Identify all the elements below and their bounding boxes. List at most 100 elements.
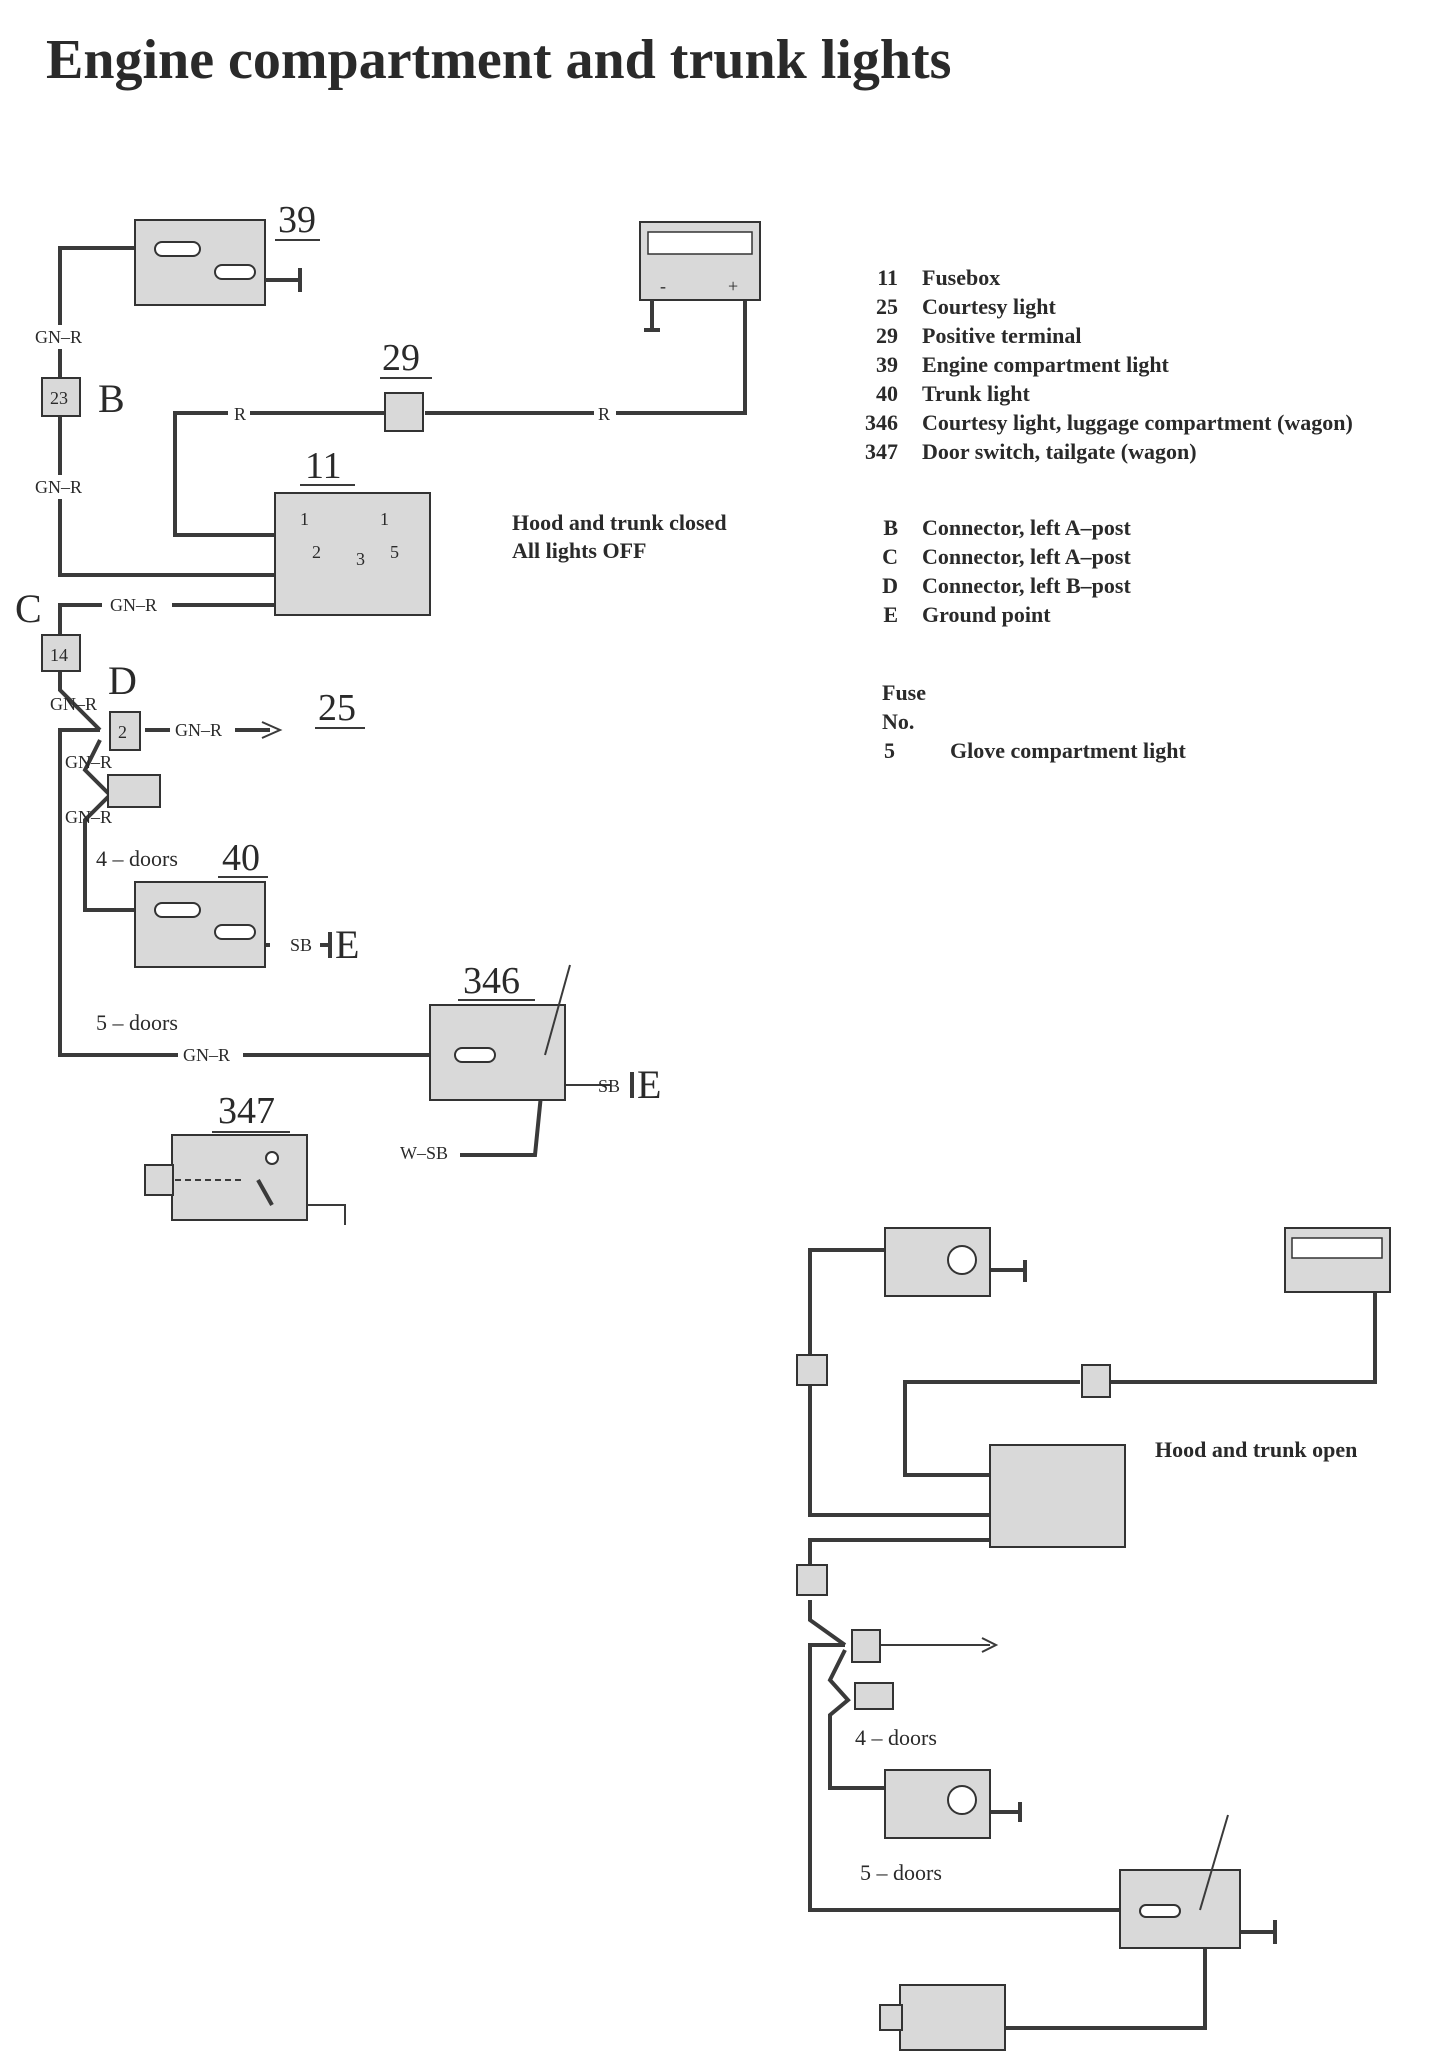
switch-contact bbox=[256, 1179, 274, 1206]
component-39-box bbox=[134, 219, 266, 306]
wire bbox=[1110, 1290, 1377, 1384]
fusebox-pin: 1 bbox=[380, 509, 389, 529]
switch-plunger bbox=[144, 1164, 174, 1196]
label-bg bbox=[92, 848, 202, 872]
legend-label: Connector, left A–post bbox=[922, 515, 1131, 540]
legend-label: Courtesy light, luggage compartment (wag… bbox=[922, 410, 1353, 435]
open-variant-4-doors: 4 – doors bbox=[855, 1725, 937, 1750]
wire bbox=[1240, 1920, 1277, 1944]
open-component-29 bbox=[1081, 1364, 1111, 1398]
component-11-number: 11 bbox=[305, 445, 342, 487]
wire bbox=[808, 1600, 847, 1647]
legend-label: Engine compartment light bbox=[922, 352, 1170, 377]
component-347-box bbox=[171, 1134, 308, 1221]
label-bg bbox=[25, 475, 95, 499]
connector-b-pin: 23 bbox=[50, 388, 68, 408]
open-connector-c bbox=[796, 1564, 828, 1596]
open-connector-d bbox=[851, 1629, 881, 1663]
connector-d-letter: D bbox=[108, 658, 137, 703]
page-title: Engine compartment and trunk lights bbox=[46, 29, 951, 91]
legend-id: 29 bbox=[876, 323, 898, 348]
variant-5-doors: 5 – doors bbox=[96, 1010, 178, 1035]
battery-ground bbox=[644, 300, 660, 332]
legend-fuse-header: Fuse bbox=[882, 680, 926, 705]
wire-label: R bbox=[234, 404, 246, 424]
wire bbox=[990, 1260, 1027, 1282]
label-bg bbox=[594, 403, 616, 425]
connector-b-box bbox=[41, 377, 81, 417]
component-346-box bbox=[429, 1004, 566, 1101]
ground-e-letter: E bbox=[637, 1062, 661, 1107]
open-variant-5-doors: 5 – doors bbox=[860, 1860, 942, 1885]
battery-positive: + bbox=[728, 276, 738, 296]
fusebox-pin: 2 bbox=[312, 542, 321, 562]
wire-label: GN–R bbox=[110, 595, 157, 615]
label-bg bbox=[170, 720, 235, 742]
connector-d-blank bbox=[107, 774, 161, 808]
legend-id: E bbox=[883, 602, 898, 627]
legend-id: 25 bbox=[876, 294, 898, 319]
open-connector-blank bbox=[854, 1682, 894, 1710]
connector-c-pin: 14 bbox=[50, 645, 68, 665]
closed-state-diagram: 39 - + 29 11 1 1 2 3 5 23 B 14 C 2 D bbox=[15, 199, 761, 1225]
wire-label: SB bbox=[290, 935, 312, 955]
wire-label: GN–R bbox=[35, 477, 82, 497]
battery-top bbox=[1291, 1237, 1383, 1259]
switch-lever bbox=[1199, 1814, 1229, 1911]
lit-bulb-icon bbox=[947, 1245, 977, 1275]
legend-label: Glove compartment light bbox=[950, 738, 1187, 763]
component-11-fusebox bbox=[274, 492, 431, 616]
battery-negative: - bbox=[660, 276, 666, 296]
label-bg bbox=[228, 403, 250, 425]
open-fusebox bbox=[989, 1444, 1126, 1548]
bulb-icon bbox=[214, 264, 256, 280]
legend-id: 347 bbox=[865, 439, 898, 464]
fusebox-pin: 1 bbox=[300, 509, 309, 529]
legend-label: Courtesy light bbox=[922, 294, 1057, 319]
legend-label: Door switch, tailgate (wagon) bbox=[922, 439, 1197, 464]
legend-id: 5 bbox=[884, 738, 895, 763]
wire bbox=[985, 1910, 1207, 2030]
state-closed-line2: All lights OFF bbox=[512, 538, 646, 563]
wire-d-to-split bbox=[58, 728, 430, 1057]
wire-r-29-to-battery bbox=[425, 300, 747, 415]
wire-r-fusebox-to-29 bbox=[173, 411, 385, 537]
state-closed-line1: Hood and trunk closed bbox=[512, 510, 727, 535]
component-347-number: 347 bbox=[218, 1090, 275, 1132]
ground-e-letter: E bbox=[335, 922, 359, 967]
wire-label: GN–R bbox=[65, 752, 112, 772]
legend-label: Trunk light bbox=[922, 381, 1030, 406]
switch-terminal bbox=[265, 1151, 279, 1165]
label-bg bbox=[395, 1143, 460, 1165]
legend-label: Fusebox bbox=[922, 265, 1000, 290]
fusebox-pin: 5 bbox=[390, 542, 399, 562]
switch-plunger bbox=[879, 2004, 903, 2031]
wire-label: GN–R bbox=[50, 694, 97, 714]
wire-label: GN–R bbox=[175, 720, 222, 740]
wire-split-to-4door bbox=[82, 739, 135, 912]
component-25-number: 25 bbox=[318, 687, 356, 729]
legend-id: 11 bbox=[877, 265, 898, 290]
connector-c-box bbox=[41, 634, 81, 672]
component-39-number: 39 bbox=[278, 199, 316, 241]
arrow-to-25 bbox=[261, 721, 283, 739]
bulb-icon bbox=[154, 241, 201, 257]
wire bbox=[827, 1649, 885, 1790]
wire-c-to-d bbox=[58, 670, 102, 732]
lit-bulb-icon bbox=[947, 1785, 977, 1815]
component-29-number: 29 bbox=[382, 337, 420, 379]
legend-id: B bbox=[883, 515, 898, 540]
label-bg bbox=[25, 325, 95, 349]
state-open: Hood and trunk open bbox=[1155, 1437, 1357, 1462]
legend-id: D bbox=[882, 573, 898, 598]
connector-d-box bbox=[109, 711, 141, 751]
wire bbox=[903, 1380, 1080, 1477]
label-bg bbox=[102, 595, 172, 617]
component-29-box bbox=[384, 392, 424, 432]
battery-top bbox=[647, 231, 753, 255]
open-connector-b bbox=[796, 1354, 828, 1386]
legend-id: 39 bbox=[876, 352, 898, 377]
ground-symbol bbox=[265, 268, 302, 292]
label-bg bbox=[178, 1044, 243, 1066]
